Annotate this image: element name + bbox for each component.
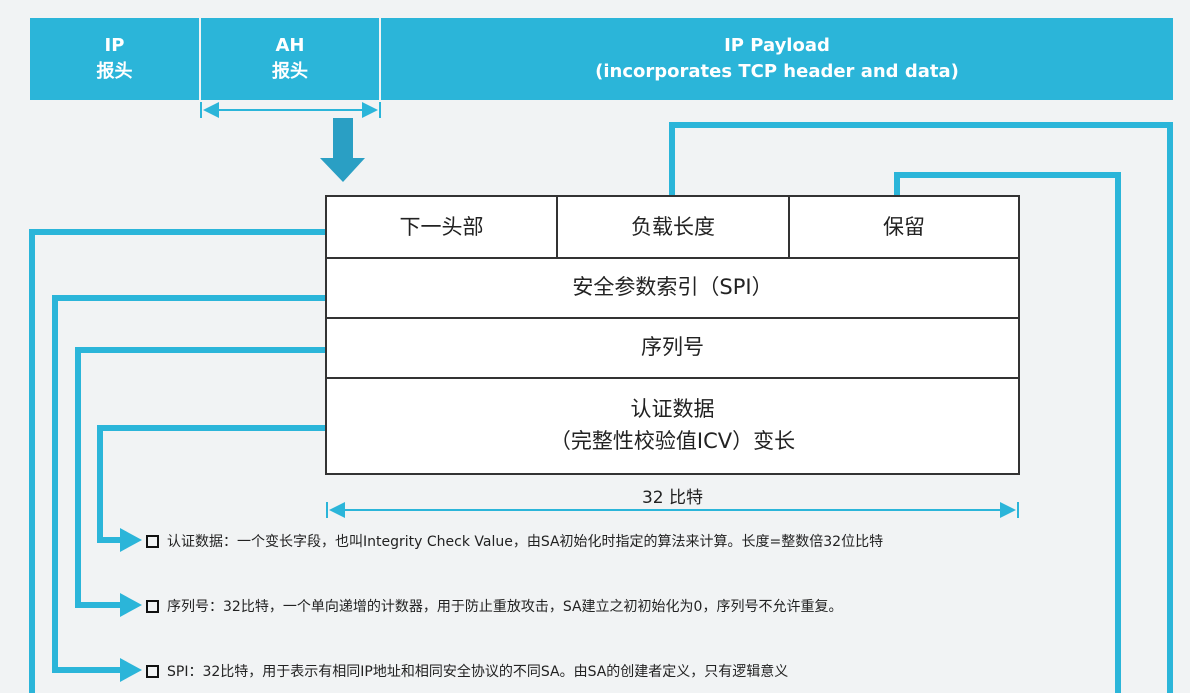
note-text: 认证数据：一个变长字段，也叫Integrity Check Value，由SA初… xyxy=(167,534,884,550)
note-text: SPI：32比特，用于表示有相同IP地址和相同安全协议的不同SA。由SA的创建者… xyxy=(167,664,789,680)
auth-data-field: 认证数据 （完整性校验值ICV）变长 xyxy=(327,377,1018,473)
reserved-field: 保留 xyxy=(883,215,925,239)
spi-field: 安全参数索引（SPI） xyxy=(327,257,1018,319)
width-label: 32 比特 xyxy=(641,488,704,508)
note-auth-data: 认证数据：一个变长字段，也叫Integrity Check Value，由SA初… xyxy=(146,531,883,551)
auth-data-label: 认证数据 xyxy=(630,397,715,421)
row-first-word: 下一头部 负载长度 保留 xyxy=(327,197,1018,259)
payload-label: IP Payload xyxy=(724,35,830,56)
auth-data-sublabel: （完整性校验值ICV）变长 xyxy=(549,429,796,453)
payload-cell: IP Payload (incorporates TCP header and … xyxy=(381,18,1173,100)
bullet-square-icon xyxy=(146,534,159,548)
ip-header-sublabel: 报头 xyxy=(96,61,133,82)
sequence-field: 序列号 xyxy=(327,317,1018,379)
ip-header-cell: IP 报头 xyxy=(30,18,199,100)
bullet-square-icon xyxy=(146,664,159,678)
note-spi: SPI：32比特，用于表示有相同IP地址和相同安全协议的不同SA。由SA的创建者… xyxy=(146,661,788,681)
ah-header-label: AH xyxy=(275,35,305,56)
note-text: 序列号：32比特，一个单向递增的计数器，用于防止重放攻击，SA建立之初初始化为0… xyxy=(167,599,843,615)
bullet-square-icon xyxy=(146,599,159,613)
payload-sublabel: (incorporates TCP header and data) xyxy=(595,61,959,82)
next-header-field: 下一头部 xyxy=(327,197,558,257)
ah-header-sublabel: 报头 xyxy=(272,61,308,82)
ip-header-label: IP xyxy=(104,35,125,56)
down-arrow-icon xyxy=(320,118,365,182)
ah-header-format-table: 下一头部 负载长度 保留 安全参数索引（SPI） 序列号 认证数据 （完整性校验… xyxy=(325,195,1020,475)
ah-header-cell: AH 报头 xyxy=(201,18,379,100)
width-arrow xyxy=(326,502,1019,518)
note-sequence: 序列号：32比特，一个单向递增的计数器，用于防止重放攻击，SA建立之初初始化为0… xyxy=(146,596,842,616)
ah-span-bracket xyxy=(200,102,381,118)
note-arrowheads xyxy=(120,528,142,682)
payload-length-field: 负载长度 xyxy=(558,197,790,257)
